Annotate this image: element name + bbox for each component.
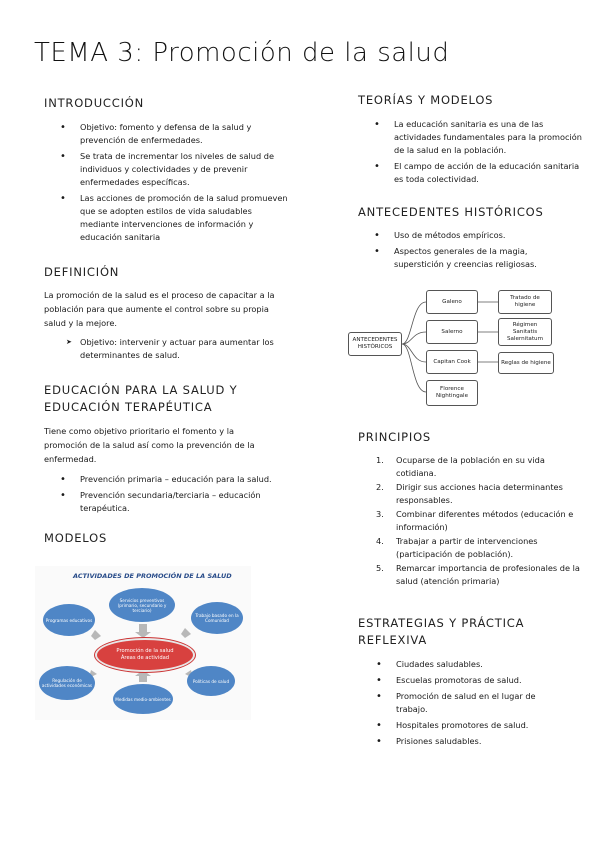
intro-heading: INTRODUCCIÓN bbox=[44, 96, 145, 110]
teorias-list: La educación sanitaria es una de las act… bbox=[374, 118, 584, 186]
modelos-heading: MODELOS bbox=[44, 531, 108, 545]
list-item: Objetivo: fomento y defensa de la salud … bbox=[60, 121, 290, 147]
diagram-result-cook: Reglas de higiene bbox=[498, 352, 554, 374]
list-item: Las acciones de promoción de la salud pr… bbox=[60, 192, 290, 244]
diagram-connectors bbox=[401, 301, 498, 393]
list-item: Objetivo: intervenir y actuar para aumen… bbox=[66, 336, 280, 362]
center-line-2: Áreas de actividad bbox=[120, 655, 170, 661]
list-item: Trabajar a partir de intervenciones (par… bbox=[376, 535, 538, 559]
intro-list: Objetivo: fomento y defensa de la salud … bbox=[60, 121, 290, 244]
antecedentes-list: Uso de métodos empíricos. Aspectos gener… bbox=[374, 229, 574, 271]
diagram-node-cook: Capitan Cook bbox=[426, 350, 478, 374]
bubble-programas-educativos: Programas educativos bbox=[43, 604, 95, 636]
definicion-heading: DEFINICIÓN bbox=[44, 265, 120, 279]
list-item: Prevención primaria – educación para la … bbox=[60, 473, 280, 486]
list-item: Ciudades saludables. bbox=[376, 658, 556, 671]
educacion-heading-line1: EDUCACIÓN PARA LA SALUD Y bbox=[44, 383, 238, 397]
list-item: El campo de acción de la educación sanit… bbox=[374, 160, 584, 186]
diagram-node-galeno: Galeno bbox=[426, 290, 478, 314]
bubble-medidas-medioambientes: Medidas medio-ambientes bbox=[113, 684, 173, 714]
bubble-servicios-preventivos: Servicios preventivos (primario, secunda… bbox=[109, 588, 175, 622]
diagram-florence-line1: Florence bbox=[440, 386, 464, 392]
list-item: La educación sanitaria es una de las act… bbox=[374, 118, 584, 157]
list-item: Dirigir sus acciones hacia determinantes… bbox=[376, 481, 563, 505]
list-item: Hospitales promotores de salud. bbox=[376, 719, 556, 732]
educacion-heading-line2: EDUCACIÓN TERAPÉUTICA bbox=[44, 400, 213, 414]
list-item: Combinar diferentes métodos (educación e… bbox=[376, 508, 574, 532]
principios-list: Ocuparse de la población en su vida coti… bbox=[376, 454, 586, 588]
definicion-list: Objetivo: intervenir y actuar para aumen… bbox=[66, 336, 280, 362]
definicion-text: La promoción de la salud es el proceso d… bbox=[44, 290, 275, 328]
health-promotion-activities-image: ACTIVIDADES DE PROMOCIÓN DE LA SALUD Ser… bbox=[35, 566, 251, 720]
list-item: Ocuparse de la población en su vida coti… bbox=[376, 454, 545, 478]
bubble-regulacion-actividades: Regulación de actividades económicas bbox=[39, 666, 95, 700]
list-item: Promoción de salud en el lugar de trabaj… bbox=[376, 690, 556, 716]
page-title: TEMA 3: Promoción de la salud bbox=[34, 38, 450, 68]
estrategias-heading-line1: ESTRATEGIAS Y PRÁCTICA bbox=[358, 616, 525, 630]
diagram-salerno-r1: Régimen bbox=[512, 321, 538, 328]
principios-heading: PRINCIPIOS bbox=[358, 430, 432, 444]
list-item: Aspectos generales de la magia, supersti… bbox=[374, 245, 574, 271]
diagram-root-line2: HISTÓRICOS bbox=[357, 344, 393, 350]
bubble-trabajo-comunidad: Trabajo basado en la Comunidad bbox=[191, 602, 243, 634]
list-item: Escuelas promotoras de salud. bbox=[376, 674, 556, 687]
educacion-list: Prevención primaria – educación para la … bbox=[60, 473, 280, 515]
diagram-node-salerno: Salerno bbox=[426, 320, 478, 344]
image-title: ACTIVIDADES DE PROMOCIÓN DE LA SALUD bbox=[73, 572, 232, 580]
teorias-heading: TEORÍAS Y MODELOS bbox=[358, 93, 494, 107]
estrategias-heading-line2: REFLEXIVA bbox=[358, 633, 428, 647]
diagram-salerno-r3: Salernitatum bbox=[506, 335, 544, 342]
list-item: Prevención secundaria/terciaria – educac… bbox=[60, 489, 280, 515]
center-bubble: Promoción de la salud Áreas de actividad bbox=[95, 638, 195, 672]
bubble-politicas-salud: Políticas de salud bbox=[187, 666, 235, 696]
antecedentes-heading: ANTECEDENTES HISTÓRICOS bbox=[358, 205, 544, 219]
list-item: Prisiones saludables. bbox=[376, 735, 556, 748]
diagram-galeno-r1: Tratado de bbox=[510, 295, 540, 301]
list-item: Se trata de incrementar los niveles de s… bbox=[60, 150, 290, 189]
diagram-root-line1: ANTECEDENTES bbox=[352, 337, 398, 343]
diagram-galeno-r2: higiene bbox=[514, 302, 536, 308]
educacion-text: Tiene como objetivo prioritario el fomen… bbox=[44, 426, 255, 464]
list-item: Uso de métodos empíricos. bbox=[374, 229, 574, 242]
center-line-1: Promoción de la salud bbox=[116, 648, 174, 654]
diagram-florence-line2: Nightingale bbox=[435, 393, 469, 399]
diagram-salerno-r2: Sanitatis bbox=[512, 328, 538, 335]
list-item: Remarcar importancia de profesionales de… bbox=[376, 562, 580, 586]
estrategias-list: Ciudades saludables. Escuelas promotoras… bbox=[376, 658, 556, 748]
